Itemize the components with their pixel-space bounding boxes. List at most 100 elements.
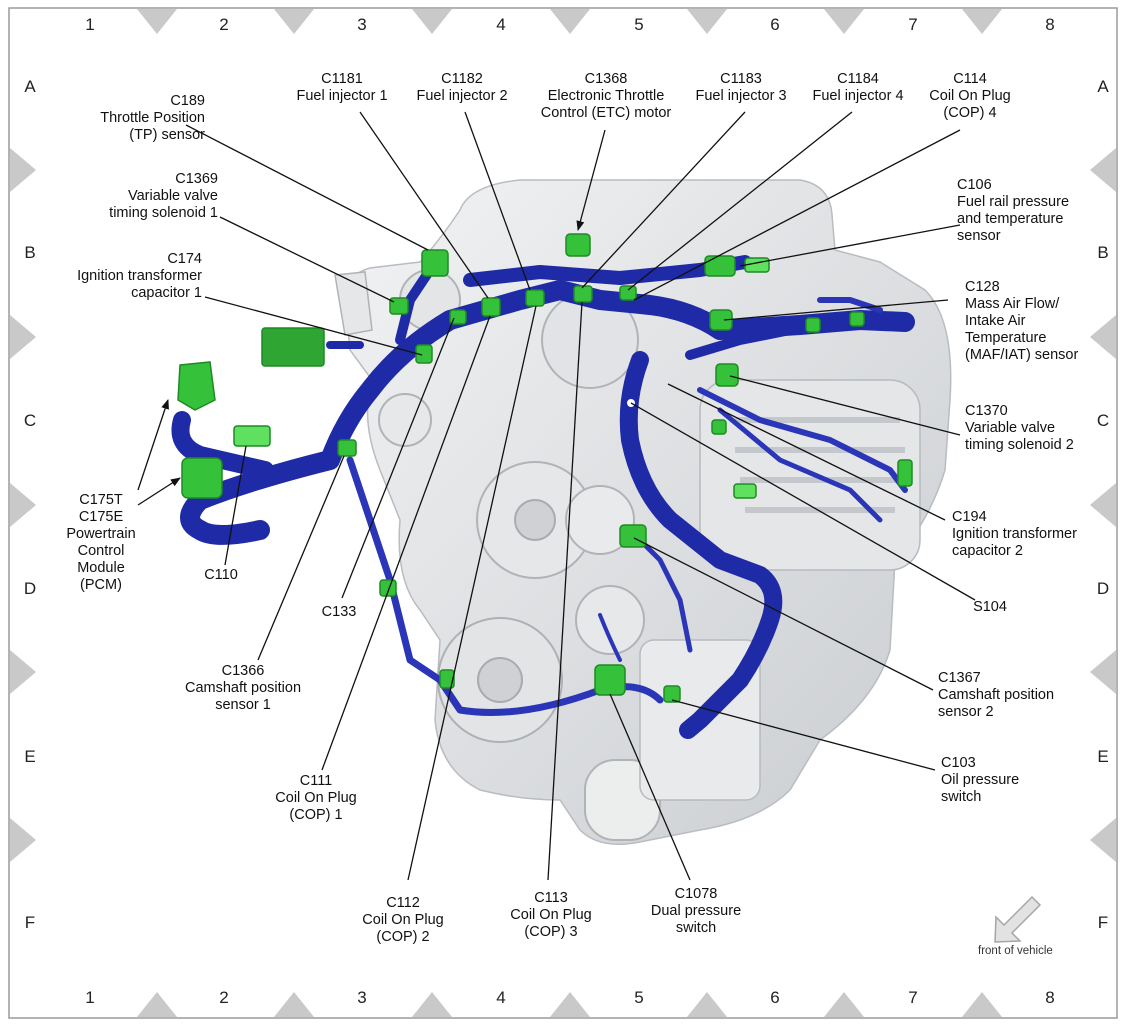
label-line: C1368 — [584, 71, 628, 87]
connector-misc4 — [849, 311, 865, 327]
connector-misc7 — [439, 669, 455, 689]
grid-row-right: B — [1097, 243, 1109, 262]
label-s104: S104 — [973, 599, 1007, 616]
label-line: Fuel injector 1 — [296, 88, 388, 104]
label-line: Temperature — [965, 330, 1047, 346]
grid-col-bottom: 8 — [1045, 988, 1055, 1007]
label-line: (COP) 3 — [524, 924, 578, 940]
grid-marker-bottom — [550, 992, 590, 1017]
label-line: C194 — [952, 509, 987, 525]
grid-marker-right — [1090, 148, 1116, 192]
grid-col-top: 1 — [85, 15, 95, 34]
label-line: and temperature — [957, 211, 1064, 227]
label-line: C114 — [953, 71, 987, 87]
label-c110: C110 — [204, 567, 238, 584]
connector-c189 — [421, 249, 449, 277]
label-line: Variable valve — [965, 420, 1056, 436]
front-of-vehicle-label: front of vehicle — [978, 945, 1053, 957]
connector-c1183 — [573, 285, 593, 303]
label-line: C110 — [204, 567, 238, 583]
label-line: C175E — [78, 509, 124, 525]
label-line: Coil On Plug — [510, 907, 592, 923]
connector-c1367 — [619, 524, 647, 548]
grid-marker-bottom — [274, 992, 314, 1017]
grid-marker-top — [550, 9, 590, 34]
label-line: C133 — [321, 604, 357, 620]
label-line: Mass Air Flow/ — [965, 296, 1060, 312]
connector-c128 — [709, 309, 733, 331]
connector-misc1 — [733, 483, 757, 499]
grid-row-left: A — [24, 77, 36, 96]
grid-row-left: D — [23, 579, 37, 598]
label-line: Oil pressure — [941, 772, 1020, 788]
label-line: C1366 — [221, 663, 265, 679]
label-line: Fuel injector 3 — [695, 88, 787, 104]
grid-col-bottom: 5 — [634, 988, 644, 1007]
grid-col-top: 3 — [357, 15, 367, 34]
label-line: timing solenoid 2 — [965, 437, 1074, 453]
label-line: Intake Air — [965, 313, 1026, 329]
label-line: switch — [941, 789, 982, 805]
label-line: Fuel rail pressure — [957, 194, 1070, 210]
grid-col-top: 8 — [1045, 15, 1055, 34]
grid-col-bottom: 6 — [770, 988, 780, 1007]
connector-c175t — [177, 361, 216, 411]
label-line: C174 — [167, 251, 202, 267]
label-line: C112 — [386, 895, 420, 911]
label-line: C128 — [965, 279, 1000, 295]
grid-marker-right — [1090, 483, 1116, 527]
label-line: C106 — [957, 177, 992, 193]
grid-row-left: E — [24, 747, 36, 766]
connector-misc5 — [711, 419, 727, 435]
label-line: C1370 — [965, 403, 1008, 419]
grid-col-bottom: 7 — [908, 988, 918, 1007]
grid-col-top: 5 — [634, 15, 644, 34]
label-line: timing solenoid 1 — [109, 205, 218, 221]
label-line: S104 — [973, 599, 1007, 615]
grid-col-top: 6 — [770, 15, 780, 34]
grid-row-right: F — [1097, 913, 1109, 932]
label-line: (COP) 4 — [943, 105, 997, 121]
label-line: capacitor 1 — [131, 285, 202, 301]
pcm-module — [261, 327, 325, 367]
grid-row-left: F — [24, 913, 36, 932]
label-line: Variable valve — [127, 188, 218, 204]
grid-marker-top — [824, 9, 864, 34]
label-line: Electronic Throttle — [547, 88, 665, 104]
label-line: C1367 — [938, 670, 981, 686]
label-line: Throttle Position — [100, 110, 205, 126]
connector-misc2 — [897, 459, 913, 487]
grid-row-right: D — [1096, 579, 1110, 598]
label-line: Ignition transformer — [952, 526, 1077, 542]
grid-marker-bottom — [137, 992, 177, 1017]
grid-col-bottom: 4 — [496, 988, 506, 1007]
label-c133: C133 — [322, 604, 357, 621]
label-line: Ignition transformer — [77, 268, 202, 284]
grid-marker-left — [10, 650, 36, 694]
grid-marker-bottom — [687, 992, 727, 1017]
connector-misc6 — [379, 579, 397, 597]
grid-col-top: 7 — [908, 15, 918, 34]
label-line: C113 — [534, 890, 568, 906]
label-line: sensor — [957, 228, 1001, 244]
label-line: Coil On Plug — [275, 790, 357, 806]
grid-row-left: C — [23, 411, 37, 430]
leader-lines — [137, 111, 976, 881]
label-line: C189 — [170, 93, 205, 109]
label-line: Control (ETC) motor — [540, 105, 672, 121]
label-line: C1183 — [720, 71, 762, 87]
grid-marker-top — [412, 9, 452, 34]
connector-misc3 — [805, 317, 821, 333]
label-line: Control — [77, 543, 125, 559]
grid-markers — [10, 9, 1116, 1017]
label-line: C1078 — [674, 886, 718, 902]
